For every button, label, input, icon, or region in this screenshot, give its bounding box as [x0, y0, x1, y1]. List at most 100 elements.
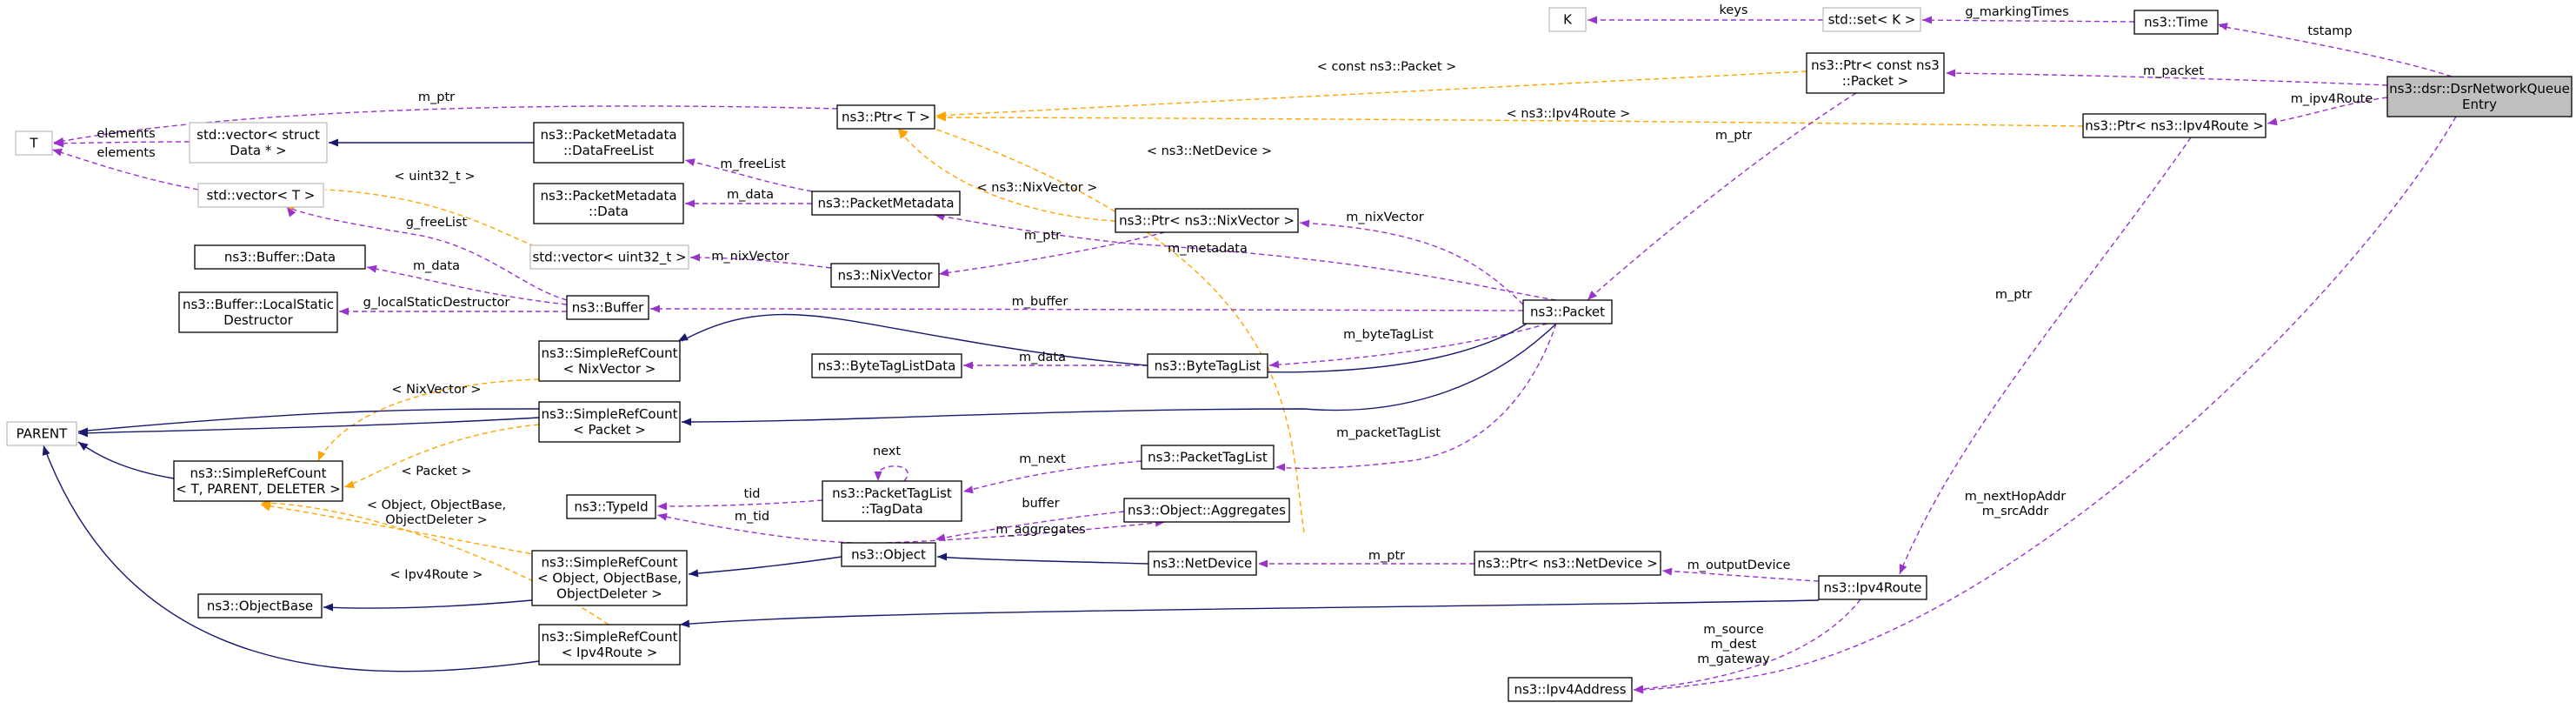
node-pm-dfl[interactable]: ns3::PacketMetadata::DataFreeList [533, 122, 684, 164]
node-label: ::Packet > [1842, 73, 1909, 89]
node-box [1548, 7, 1587, 32]
node-label: T [29, 136, 38, 151]
node-label: ns3::SimpleRefCount [542, 555, 678, 571]
node-src-packet[interactable]: ns3::SimpleRefCount< Packet > [538, 401, 681, 443]
arrowhead [963, 361, 973, 370]
node-vec-t[interactable]: std::vector< T > [197, 183, 324, 208]
arrowhead [339, 307, 349, 316]
node-box [538, 624, 681, 666]
node-buffer[interactable]: ns3::Buffer [566, 295, 649, 320]
node-bytetaglist[interactable]: ns3::ByteTagList [1147, 353, 1268, 378]
node-typeid[interactable]: ns3::TypeId [566, 494, 656, 519]
edge-dfl-inheritance [329, 138, 534, 147]
edge-label-nixvector-inst: < NixVector > [391, 383, 481, 397]
node-netdevice[interactable]: ns3::NetDevice [1148, 551, 1257, 576]
edge-label-ipv4route-inst: < Ipv4Route > [390, 568, 483, 582]
node-packet[interactable]: ns3::Packet [1522, 299, 1613, 324]
arrowhead [936, 113, 946, 122]
node-k[interactable]: K [1548, 7, 1587, 32]
node-box [1822, 7, 1921, 32]
edge-label-m-next: m_next [1019, 452, 1066, 466]
edge-m-nixvector-top [689, 253, 832, 269]
node-box [1818, 575, 1927, 600]
node-time[interactable]: ns3::Time [2133, 10, 2219, 35]
edge-packet-inherit-src [681, 323, 1557, 426]
node-label: ns3::ByteTagListData [818, 358, 956, 374]
node-ptr-const-packet[interactable]: ns3::Ptr< const ns3::Packet > [1806, 52, 1945, 94]
node-label: ns3::SimpleRefCount [542, 406, 678, 422]
edge-m-ptr-ipv4 [1899, 137, 2192, 575]
edge-label-tstamp: tstamp [2307, 24, 2352, 38]
node-label: ns3::NixVector [837, 268, 933, 284]
arrowhead [939, 268, 949, 277]
arrowhead [1588, 291, 1597, 300]
arrowhead [650, 304, 660, 313]
node-pm-data[interactable]: ns3::PacketMetadata::Data [533, 183, 684, 224]
edge-elements-1 [53, 139, 190, 148]
edge-label-object-inst: ObjectDeleter > [385, 513, 488, 527]
node-box [566, 494, 656, 519]
edge-packet-inherit-nixvector [678, 313, 1528, 373]
node-label: ns3::Ptr< ns3::Ipv4Route > [2085, 118, 2264, 134]
node-buffer-data[interactable]: ns3::Buffer::Data [194, 244, 366, 270]
node-ptr-ipv4route[interactable]: ns3::Ptr< ns3::Ipv4Route > [2082, 113, 2266, 138]
node-ipv4route[interactable]: ns3::Ipv4Route [1818, 575, 1927, 600]
edge-src-tpd-parent [77, 441, 175, 479]
arrowhead [344, 480, 355, 489]
node-box [178, 291, 338, 333]
edge-label-m-nixVector: m_nixVector [1346, 211, 1423, 224]
node-label: PARENT [17, 426, 68, 442]
node-packettaglist[interactable]: ns3::PacketTagList [1141, 445, 1275, 470]
edge-m-tid [656, 512, 853, 544]
node-box [531, 550, 688, 606]
node-box [1141, 445, 1275, 470]
node-label: ns3::TypeId [574, 499, 648, 515]
node-ptl-tagdata[interactable]: ns3::PacketTagList::TagData [822, 480, 962, 522]
node-label: ObjectDeleter > [556, 586, 662, 602]
node-box [811, 191, 961, 216]
node-box [533, 122, 684, 164]
arrowhead [2267, 117, 2278, 126]
node-object[interactable]: ns3::Object [841, 542, 936, 567]
edge-tid [656, 499, 823, 511]
node-box [836, 104, 935, 130]
edge-m-ptr-top [53, 105, 838, 145]
node-src-ipv4route[interactable]: ns3::SimpleRefCount< Ipv4Route > [538, 624, 681, 666]
edge-m-packettaglist [1275, 323, 1557, 472]
node-obj-aggregates[interactable]: ns3::Object::Aggregates [1123, 498, 1290, 523]
node-objectbase[interactable]: ns3::ObjectBase [197, 593, 323, 619]
node-box [2386, 76, 2573, 117]
node-t[interactable]: T [15, 130, 53, 156]
edge-label-m-ptr-nix: m_ptr [1024, 229, 1061, 243]
node-box [15, 130, 53, 156]
node-src-nixvector[interactable]: ns3::SimpleRefCount< NixVector > [538, 340, 681, 382]
edge-label-object-inst: < Object, ObjectBase, [367, 498, 506, 512]
node-label: < Packet > [573, 422, 646, 438]
arrowhead [689, 569, 699, 578]
edge-netdevice-object [936, 552, 1149, 565]
node-label: ns3::Packet [1530, 304, 1605, 320]
node-ptr-nixvector[interactable]: ns3::Ptr< ns3::NixVector > [1115, 208, 1299, 233]
node-ptr-t[interactable]: ns3::Ptr< T > [836, 104, 935, 130]
node-nixvector[interactable]: ns3::NixVector [830, 263, 940, 288]
node-label: ns3::Object [851, 547, 926, 563]
node-packet-metadata[interactable]: ns3::PacketMetadata [811, 191, 961, 216]
arrowhead [685, 199, 695, 208]
edge-label-m-nexthop: m_srcAddr [1982, 505, 2049, 518]
edge-m-nixvector [1299, 219, 1524, 305]
node-ptr-netdevice[interactable]: ns3::Ptr< ns3::NetDevice > [1474, 551, 1661, 576]
node-parent[interactable]: PARENT [6, 421, 77, 446]
node-setk[interactable]: std::set< K > [1822, 7, 1921, 32]
node-src-tpd[interactable]: ns3::SimpleRefCount< T, PARENT, DELETER … [173, 460, 343, 502]
edge-tstamp [2218, 23, 2453, 77]
node-bytetaglistdata[interactable]: ns3::ByteTagListData [811, 353, 962, 378]
node-vec-uint32[interactable]: std::vector< uint32_t > [529, 244, 689, 270]
edge-m-data-pm [685, 199, 812, 208]
node-src-object[interactable]: ns3::SimpleRefCount< Object, ObjectBase,… [531, 550, 688, 606]
arrowhead [1634, 685, 1644, 693]
edge-m-route-addrs [1633, 599, 1861, 693]
node-ipv4address[interactable]: ns3::Ipv4Address [1508, 677, 1633, 702]
